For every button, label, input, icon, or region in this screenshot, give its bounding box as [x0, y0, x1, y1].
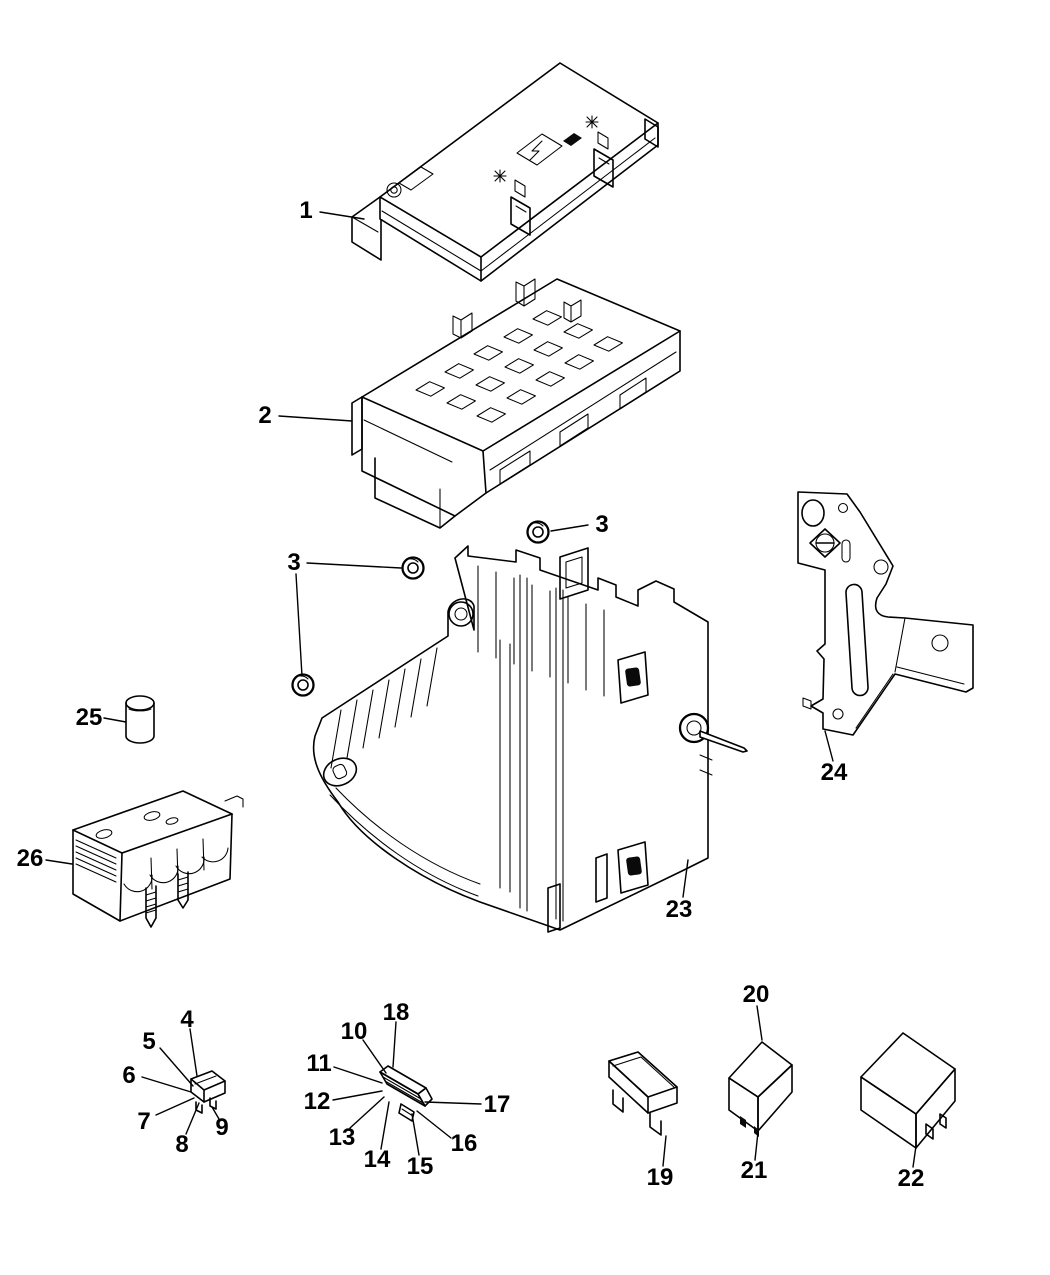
part-relay-low	[608, 1051, 678, 1136]
part-terminal-block	[72, 790, 244, 928]
leader-lines	[45, 211, 917, 1168]
cover-chip-mark	[563, 133, 582, 146]
callout-26: 26	[17, 845, 44, 872]
part-lower-housing	[312, 545, 748, 933]
callout-18: 18	[383, 999, 410, 1026]
callout-22: 22	[898, 1165, 925, 1192]
cover-rivet-icon	[493, 169, 507, 183]
callout-25: 25	[76, 704, 103, 731]
part-mounting-bracket	[797, 491, 974, 736]
callout-5: 5	[142, 1028, 155, 1055]
callout-17: 17	[484, 1091, 511, 1118]
fuse-slot-grid	[415, 310, 623, 423]
callout-6: 6	[122, 1062, 135, 1089]
callout-13: 13	[329, 1124, 356, 1151]
connector-bays	[499, 377, 647, 485]
callout-16: 16	[451, 1130, 478, 1157]
housing-back-wall-ribs	[477, 565, 605, 697]
callout-9: 9	[215, 1114, 228, 1141]
part-fuse-block	[351, 278, 681, 529]
callout-19: 19	[647, 1164, 674, 1191]
housing-pin	[699, 730, 748, 753]
part-fuse-box-cover	[351, 62, 659, 282]
callout-1: 1	[299, 197, 312, 224]
cover-latch-clips	[510, 118, 659, 236]
callout-14: 14	[364, 1146, 391, 1173]
terminal-block-bays	[123, 838, 229, 893]
callout-12: 12	[304, 1088, 331, 1115]
callout-11: 11	[306, 1050, 331, 1077]
callout-21: 21	[741, 1157, 768, 1184]
callout-15: 15	[407, 1153, 434, 1180]
callout-24: 24	[821, 759, 848, 786]
terminal-block-studs	[145, 871, 189, 928]
part-mini-fuse	[190, 1070, 226, 1114]
part-grommet	[291, 673, 315, 697]
callout-labels: 1 2 3 3 4 5 6 7 8 9 10 11 12 13 14 15 16…	[17, 197, 925, 1192]
housing-hull-ribs	[330, 647, 438, 769]
cover-rivet-icon	[585, 115, 599, 129]
callout-20: 20	[743, 981, 770, 1008]
part-grommet	[401, 556, 425, 580]
terminal-block-hatch	[75, 839, 117, 883]
part-relay-large	[860, 1032, 956, 1149]
part-relay-cube	[728, 1041, 793, 1137]
callout-10: 10	[341, 1018, 368, 1045]
callout-7: 7	[137, 1108, 150, 1135]
callout-4: 4	[180, 1006, 194, 1033]
part-cap	[125, 695, 155, 744]
callout-23: 23	[666, 896, 693, 923]
callout-2: 2	[258, 402, 271, 429]
part-grommet	[526, 520, 550, 544]
part-cartridge-fuse	[379, 1065, 433, 1122]
callout-8: 8	[175, 1131, 188, 1158]
lightning-bolt-icon	[516, 133, 563, 166]
callout-3: 3	[287, 549, 300, 576]
callout-3: 3	[595, 511, 608, 538]
